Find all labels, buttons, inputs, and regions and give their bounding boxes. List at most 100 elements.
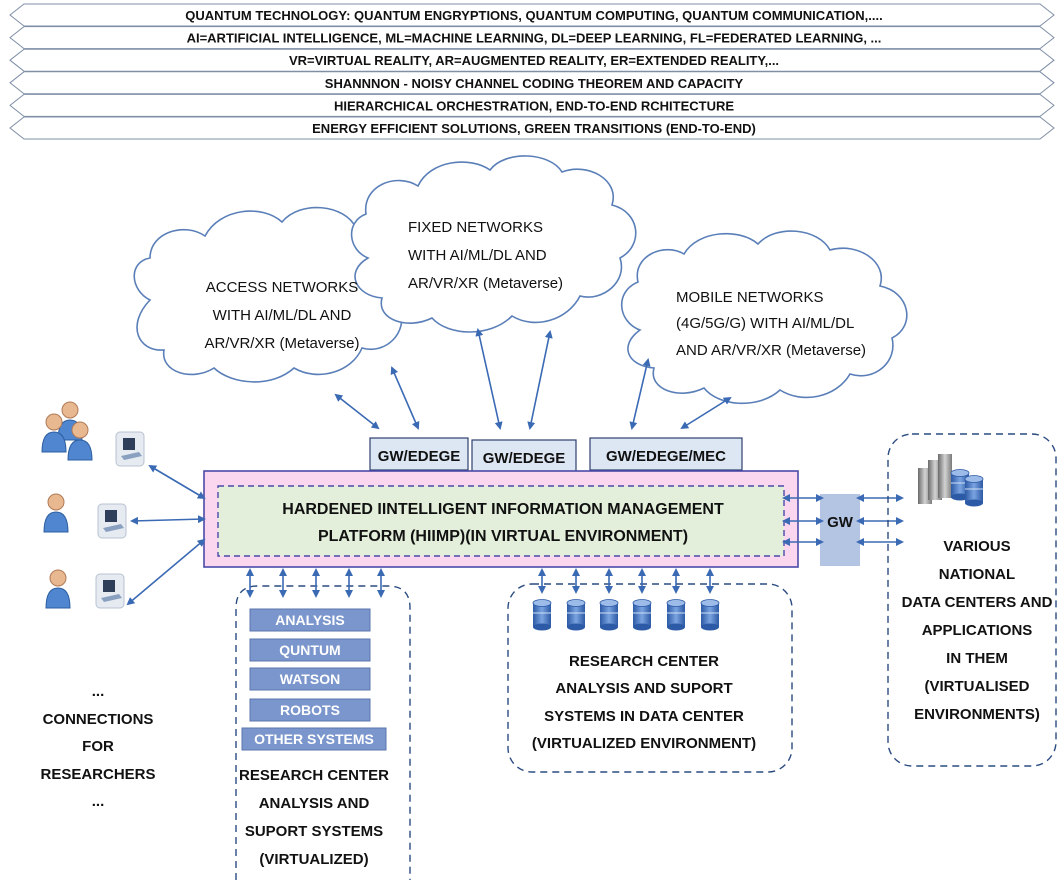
system-quntum: QUNTUM <box>279 642 340 658</box>
datacenter-caption-4: (VIRTUALIZED ENVIRONMENT) <box>532 735 756 752</box>
national-line-2: NATIONAL <box>939 566 1015 583</box>
mobile-networks-cloud <box>620 230 908 405</box>
band-arrow-6 <box>9 116 1055 140</box>
researchers-line-2: CONNECTIONS <box>43 711 154 728</box>
database-icon-5 <box>666 599 686 631</box>
band-label-5: HIERARCHICAL ORCHESTRATION, END-TO-END R… <box>334 98 734 113</box>
system-robots: ROBOTS <box>280 702 340 718</box>
arrow-access-gw1 <box>334 393 380 430</box>
band-label-4: SHANNNON - NOISY CHANNEL CODING THEOREM … <box>325 76 744 91</box>
arrow-mobile-gw3b <box>680 396 732 430</box>
researchers-group <box>41 401 145 609</box>
researchers-line-1: ... <box>92 683 105 700</box>
platform-line-1: HARDENED IINTELLIGENT INFORMATION MANAGE… <box>282 501 724 518</box>
fixed-line-2: WITH AI/ML/DL AND <box>408 247 547 264</box>
band-label-6: ENERGY EFFICIENT SOLUTIONS, GREEN TRANSI… <box>312 121 756 136</box>
cloud-gateway-arrows <box>334 328 732 430</box>
arrow-researcher-2 <box>130 515 206 525</box>
arrow-fixed-gw2b <box>527 330 553 430</box>
researchers-line-4: RESEARCHERS <box>40 766 155 783</box>
workstation-icon-3 <box>95 573 125 609</box>
arrow-researcher-1 <box>148 464 206 500</box>
datacenter-caption-1: RESEARCH CENTER <box>569 653 719 670</box>
gateway-3-label: GW/EDEGE/MEC <box>606 448 726 465</box>
workstation-icon-1 <box>115 431 145 467</box>
researcher-arrows <box>126 464 206 606</box>
systems-caption: RESEARCH CENTER ANALYSIS AND SUPORT SYST… <box>239 767 389 868</box>
gateway-2-label: GW/EDEGE <box>483 450 566 467</box>
platform-line-2: PLATFORM (HIIMP)(IN VIRTUAL ENVIRONMENT) <box>318 528 688 545</box>
datacenter-caption: RESEARCH CENTER ANALYSIS AND SUPORT SYST… <box>532 653 756 752</box>
gateway-3: GW/EDEGE/MEC <box>589 437 743 471</box>
workstation-icon-2 <box>97 503 127 539</box>
national-line-1: VARIOUS <box>943 538 1010 555</box>
band-label-3: VR=VIRTUAL REALITY, AR=AUGMENTED REALITY… <box>289 53 779 68</box>
systems-caption-3: SUPORT SYSTEMS <box>245 823 383 840</box>
system-analysis: ANALYSIS <box>275 612 345 628</box>
datacenter-systems-box <box>507 583 793 773</box>
database-icon-1 <box>532 599 552 631</box>
national-line-6: (VIRTUALISED <box>925 678 1030 695</box>
national-line-3: DATA CENTERS AND <box>902 594 1053 611</box>
access-networks-label: ACCESS NETWORKS WITH AI/ML/DL AND AR/VR/… <box>204 279 359 352</box>
researchers-line-3: FOR <box>82 738 114 755</box>
arrow-access-gw1b <box>390 366 420 430</box>
fixed-line-3: AR/VR/XR (Metaverse) <box>408 275 563 292</box>
researchers-line-5: ... <box>92 793 105 810</box>
database-icon-4 <box>632 599 652 631</box>
access-line-1: ACCESS NETWORKS <box>206 279 359 296</box>
band-label-1: QUANTUM TECHNOLOGY: QUANTUM ENGRYPTIONS,… <box>185 8 882 23</box>
access-line-3: AR/VR/XR (Metaverse) <box>204 335 359 352</box>
systems-caption-4: (VIRTUALIZED) <box>259 851 368 868</box>
national-line-7: ENVIRONMENTS) <box>914 706 1040 723</box>
access-line-2: WITH AI/ML/DL AND <box>213 307 352 324</box>
mobile-line-3: AND AR/VR/XR (Metaverse) <box>676 342 866 359</box>
gateway-2: GW/EDEGE <box>471 439 577 473</box>
system-watson: WATSON <box>280 671 340 687</box>
datacenter-caption-3: SYSTEMS IN DATA CENTER <box>544 708 744 725</box>
arrow-fixed-gw2 <box>475 328 503 430</box>
gateway-right: GW <box>820 494 860 566</box>
band-arrow-5 <box>9 93 1055 117</box>
gateway-right-label: GW <box>827 514 854 531</box>
database-icon-3 <box>599 599 619 631</box>
arrow-mobile-gw3 <box>629 358 651 430</box>
band-arrow-4 <box>9 71 1055 95</box>
database-icons <box>532 599 720 631</box>
hiimp-platform: HARDENED IINTELLIGENT INFORMATION MANAGE… <box>203 470 799 568</box>
database-icon-6 <box>700 599 720 631</box>
national-line-5: IN THEM <box>946 650 1008 667</box>
server-rack-icon <box>918 454 984 507</box>
datacenter-platform-arrows <box>538 568 714 594</box>
datacenter-caption-2: ANALYSIS AND SUPORT <box>555 680 732 697</box>
researcher-icon-2 <box>43 493 69 533</box>
database-icon-2 <box>566 599 586 631</box>
arrow-researcher-3 <box>126 538 206 606</box>
fixed-networks-label: FIXED NETWORKS WITH AI/ML/DL AND AR/VR/X… <box>408 219 563 292</box>
research-systems-box <box>235 585 411 880</box>
national-line-4: APPLICATIONS <box>922 622 1033 639</box>
mobile-line-1: MOBILE NETWORKS <box>676 289 824 306</box>
gateway-1-label: GW/EDEGE <box>378 448 461 465</box>
band-label-2: AI=ARTIFICIAL INTELLIGENCE, ML=MACHINE L… <box>187 31 882 46</box>
systems-caption-1: RESEARCH CENTER <box>239 767 389 784</box>
fixed-line-1: FIXED NETWORKS <box>408 219 543 236</box>
band-arrow-3 <box>9 48 1055 72</box>
gateway-1: GW/EDEGE <box>369 437 469 471</box>
researchers-team-icon <box>41 401 93 461</box>
systems-platform-arrows <box>246 568 385 598</box>
system-other: OTHER SYSTEMS <box>254 731 374 747</box>
mobile-line-2: (4G/5G/G) WITH AI/ML/DL <box>676 315 854 332</box>
band-arrow-2 <box>9 26 1055 50</box>
systems-caption-2: ANALYSIS AND <box>259 795 370 812</box>
band-arrow-1 <box>9 3 1055 27</box>
platform-gw-arrows <box>782 494 904 546</box>
technology-bands: QUANTUM TECHNOLOGY: QUANTUM ENGRYPTIONS,… <box>9 3 1055 140</box>
researcher-icon-3 <box>45 569 71 609</box>
researchers-caption: ... CONNECTIONS FOR RESEARCHERS ... <box>40 683 155 810</box>
mobile-networks-label: MOBILE NETWORKS (4G/5G/G) WITH AI/ML/DL … <box>676 289 866 359</box>
systems-list: ANALYSIS QUNTUM WATSON ROBOTS OTHER SYST… <box>241 608 387 751</box>
national-data-centers: VARIOUS NATIONAL DATA CENTERS AND APPLIC… <box>887 433 1057 767</box>
fixed-networks-cloud <box>350 155 637 333</box>
